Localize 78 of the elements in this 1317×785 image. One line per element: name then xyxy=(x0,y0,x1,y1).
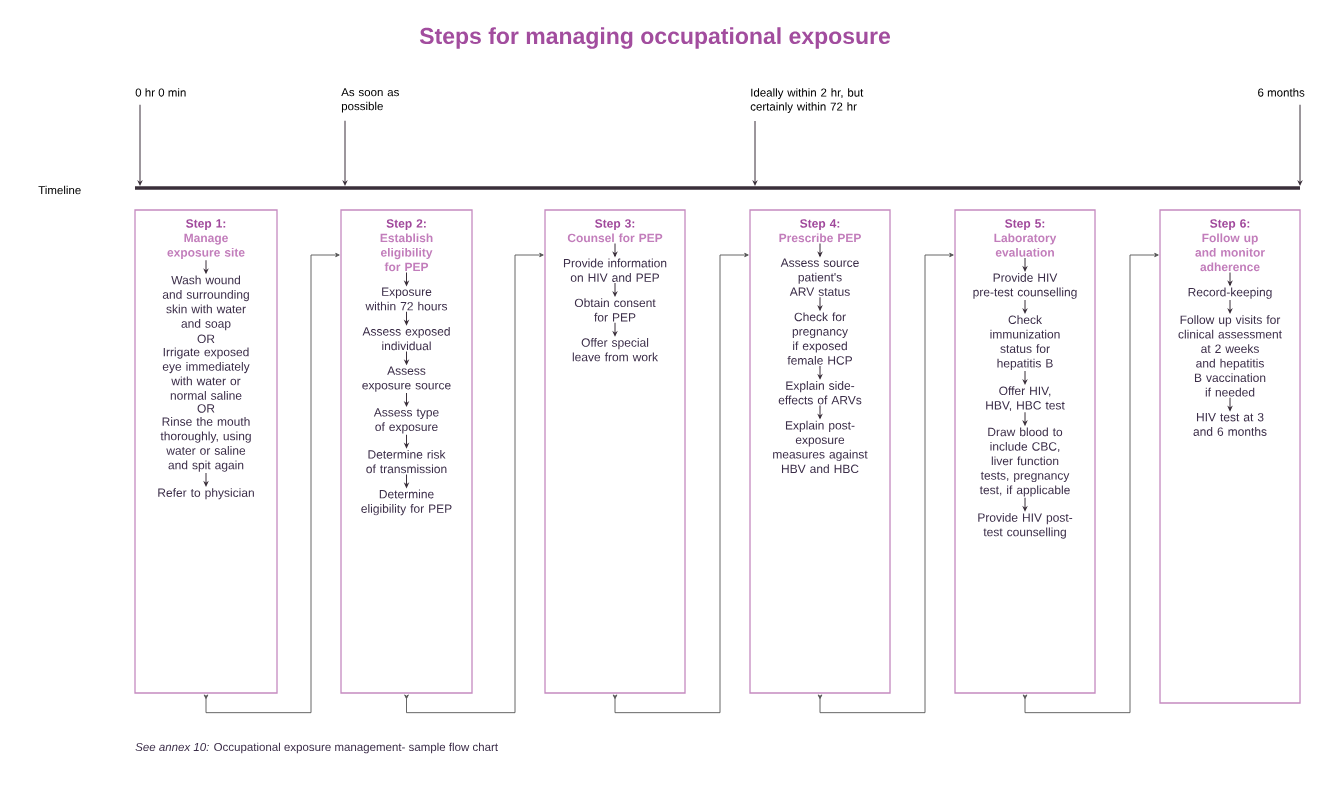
step-text: Draw blood to include CBC, liver function tests, pregnancy test, if applicable xyxy=(979,427,1070,497)
arrow xyxy=(1227,271,1233,286)
step-box xyxy=(954,209,1096,694)
arrow xyxy=(404,271,409,286)
step-heading: Step 6: Follow up and monitor adherence xyxy=(1195,219,1265,272)
step-text: Exposure within 72 hours xyxy=(365,287,448,311)
step-text: Wash wound and surrounding skin with water and soap xyxy=(162,275,249,331)
arrow xyxy=(1022,299,1028,314)
step-text: Offer HIV, HBV, HBC test xyxy=(986,386,1065,411)
step-text: Rinse the mouth thoroughly, using water or saline and spit again xyxy=(160,417,251,472)
step-text: Refer to physician xyxy=(158,488,254,500)
step-text: Determine eligibility for PEP xyxy=(361,489,452,516)
arrow xyxy=(404,473,409,488)
step-heading: Step 3: Counsel for PEP xyxy=(567,219,663,243)
step-text: Irrigate exposed eye immediately with water or normal saline xyxy=(162,347,250,400)
arrow xyxy=(817,296,823,311)
step-text: HIV test at 3 and 6 months xyxy=(1193,412,1267,436)
step-text: Assess source patient's ARV status xyxy=(780,258,859,296)
connector-arrow xyxy=(404,252,544,714)
arrow xyxy=(1022,497,1028,512)
step-text: Obtain consent for PEP xyxy=(574,298,656,322)
timeline-arrow xyxy=(342,181,348,186)
time-label: 6 months xyxy=(1258,88,1305,97)
timeline-arrow xyxy=(1297,181,1303,186)
timeline-label: Timeline xyxy=(38,185,81,195)
step-text: Check for pregnancy if exposed female HCP xyxy=(787,312,853,365)
step-text: Provide HIV pre-test counselling xyxy=(973,273,1077,299)
title: Steps for managing occupational exposure xyxy=(419,27,891,49)
step-text: Assess type of exposure xyxy=(373,408,439,434)
arrow xyxy=(203,472,209,487)
arrow xyxy=(1022,370,1028,385)
step-box xyxy=(749,209,891,694)
step-heading: Step 1: Manage exposure site xyxy=(167,219,245,260)
step-text: Provide HIV post-test counselling xyxy=(978,513,1073,539)
arrow xyxy=(817,242,823,257)
step-text: Assess exposure source xyxy=(362,366,451,392)
arrow xyxy=(612,242,618,257)
or-label: OR xyxy=(197,404,215,413)
timeline-arrow xyxy=(137,181,143,186)
arrow xyxy=(404,311,409,325)
step-box xyxy=(1159,209,1301,704)
step-text: Assess exposed individual xyxy=(362,326,450,351)
step-text: Determine risk of transmission xyxy=(366,449,447,474)
arrow xyxy=(612,322,618,337)
timeline-arrow xyxy=(752,181,758,186)
step-heading: Step 5: Laboratory evaluation xyxy=(994,219,1057,257)
step-heading: Step 2: Establish eligibility for PEP xyxy=(380,219,433,272)
step-box xyxy=(544,209,686,694)
step-box xyxy=(134,209,278,694)
arrow xyxy=(404,434,409,448)
time-label: As soon as possible xyxy=(341,88,399,113)
step-text: Record-keeping xyxy=(1188,287,1272,299)
step-text: Follow up visits for clinical assessment at 2 weeks and hepatitis B vaccination if needed xyxy=(1178,315,1282,397)
arrow xyxy=(612,282,618,297)
arrow xyxy=(1022,411,1028,426)
step-text: Offer special leave from work xyxy=(572,338,658,362)
caption: See annex 10: Occupational exposure management- sample flow chart xyxy=(135,742,498,754)
connector-arrow xyxy=(817,252,954,714)
step-box xyxy=(340,209,473,694)
connector-arrow xyxy=(612,252,749,714)
step-heading: Step 4: Prescribe PEP xyxy=(779,219,861,243)
step-text: Explain side-effects of ARVs xyxy=(778,381,862,405)
time-label: Ideally within 2 hr, but certainly within 72 hr xyxy=(750,88,864,113)
connector-arrow xyxy=(203,252,340,714)
arrow xyxy=(1227,299,1233,314)
step-text: Provide information on HIV and PEP xyxy=(563,258,667,282)
arrow xyxy=(404,392,409,407)
arrow xyxy=(404,350,409,365)
step-text: Check immunization status for hepatitis B xyxy=(990,315,1060,370)
connector-arrow xyxy=(1022,252,1159,714)
arrow xyxy=(203,259,209,274)
step-text: Explain post-exposure measures against HBV and HBC xyxy=(773,420,868,474)
or-label: OR xyxy=(197,334,215,344)
time-label: 0 hr 0 min xyxy=(135,88,186,97)
arrow xyxy=(817,365,823,380)
arrow xyxy=(1227,397,1233,411)
arrow xyxy=(817,405,823,419)
arrow xyxy=(1022,257,1028,272)
